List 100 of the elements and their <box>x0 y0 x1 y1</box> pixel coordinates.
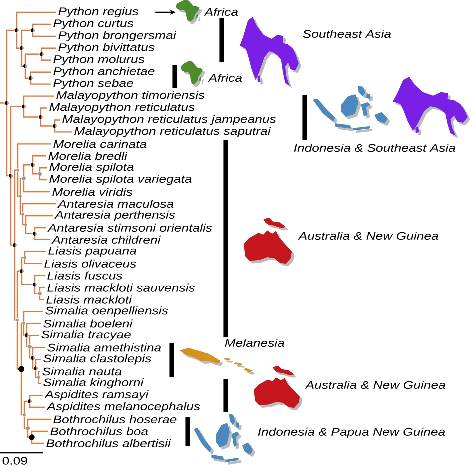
branch-line <box>27 418 52 426</box>
asia-map <box>393 77 470 138</box>
branch-line <box>34 236 50 241</box>
branch-line <box>23 108 39 118</box>
species-name: Morelia spilota <box>50 163 134 174</box>
australia-map <box>254 366 302 411</box>
branch-line <box>24 54 40 64</box>
species-name: Simalia kinghorni <box>44 378 144 389</box>
species-name: Antaresia maculosa <box>58 200 174 208</box>
branch-line <box>41 56 52 61</box>
branch-line <box>10 106 22 174</box>
species-name: Morelia spilota variegata <box>50 174 192 186</box>
branch-line <box>25 215 54 224</box>
region-label: Australia & New Guinea <box>305 380 446 390</box>
node-dot <box>24 64 28 68</box>
region-label: Africa <box>204 8 238 16</box>
node-dot <box>28 400 32 404</box>
branch-line <box>31 440 44 444</box>
branch-line <box>54 128 72 133</box>
branch-line <box>30 80 52 85</box>
node-dot <box>5 101 9 106</box>
branch-line <box>22 203 56 213</box>
branch-line <box>21 50 24 67</box>
branch-line <box>29 349 32 359</box>
species-name: Python sebae <box>54 79 134 90</box>
species-name: Malayopython reticulatus jampeanus <box>62 115 276 126</box>
branch-line <box>16 12 56 28</box>
species-name: Morelia carinata <box>54 140 147 148</box>
node-dot <box>31 163 35 168</box>
species-name: Simalia tracyae <box>42 330 131 341</box>
indonesia-map <box>194 414 256 465</box>
branch-line <box>32 167 38 175</box>
branch-line <box>24 416 26 430</box>
branch-line <box>38 379 42 384</box>
species-name: Liasis fuscus <box>48 272 122 280</box>
branch-line <box>39 168 48 172</box>
node-dot <box>29 76 33 80</box>
species-name: Morelia bredli <box>48 152 128 160</box>
branch-line <box>41 48 56 52</box>
species-name: Python curtus <box>54 19 134 30</box>
branch-line <box>32 32 56 38</box>
branch-line <box>17 144 52 169</box>
branch-line <box>17 172 20 198</box>
new-guinea-map <box>180 348 256 375</box>
branch-line <box>54 120 60 124</box>
branch-line <box>22 216 24 226</box>
species-name: Morelia viridis <box>52 188 133 196</box>
branch-line <box>24 68 29 79</box>
indonesia-map <box>313 86 390 134</box>
species-name: Malayopython reticulatus <box>50 103 195 114</box>
species-name: Liasis mackloti <box>46 296 132 304</box>
species-name: Simalia amethistina <box>48 344 162 352</box>
africa-map <box>181 61 206 88</box>
branch-line <box>14 248 16 321</box>
region-label: Africa <box>208 74 242 82</box>
branch-line <box>31 430 48 434</box>
node-dot <box>33 282 37 287</box>
region-label: Melanesia <box>225 338 285 348</box>
species-name: Malayopython reticulatus saputrai <box>74 127 272 138</box>
branch-line <box>26 323 42 334</box>
branch-line <box>20 322 23 366</box>
scale-label: 0.09 <box>2 457 28 465</box>
branch-line <box>16 322 19 370</box>
branch-line <box>23 311 44 322</box>
branch-line <box>40 119 53 127</box>
branch-line <box>21 257 24 270</box>
branch-line <box>25 226 33 235</box>
branch-line <box>29 335 40 345</box>
species-name: Python bivittatus <box>58 43 155 54</box>
region-label: Australia & New Guinea <box>298 232 438 240</box>
branch-line <box>20 198 22 216</box>
node-dot <box>22 104 26 109</box>
species-name: Malayopython timoriensis <box>56 91 205 102</box>
node-dot <box>53 124 57 128</box>
node-dot <box>31 28 35 32</box>
branch-line <box>32 156 46 163</box>
branch-line <box>23 180 50 193</box>
node-dot <box>9 174 13 178</box>
branch-line <box>32 360 34 370</box>
branch-line <box>24 260 42 264</box>
branch-line <box>21 30 31 46</box>
branch-line <box>34 275 46 283</box>
species-name: Bothrochilus hoserae <box>54 415 177 424</box>
branch-line <box>35 370 38 378</box>
branch-line <box>40 108 48 116</box>
branch-line <box>29 394 44 400</box>
branch-line <box>16 270 20 319</box>
species-name: Bothrochilus albertisii <box>46 439 172 448</box>
species-name: Simalia clastolepis <box>44 354 152 365</box>
node-dot <box>20 269 24 274</box>
species-name: Simalia nauta <box>42 368 122 376</box>
branch-line <box>0 102 5 104</box>
branch-line <box>29 404 46 408</box>
branch-line <box>20 178 22 195</box>
branch-line <box>6 30 15 102</box>
species-name: Python anchietae <box>54 67 155 78</box>
branch-line <box>27 430 30 438</box>
branch-line <box>24 251 46 256</box>
branch-line <box>20 372 23 416</box>
species-name: Antaresia perthensis <box>54 210 176 222</box>
